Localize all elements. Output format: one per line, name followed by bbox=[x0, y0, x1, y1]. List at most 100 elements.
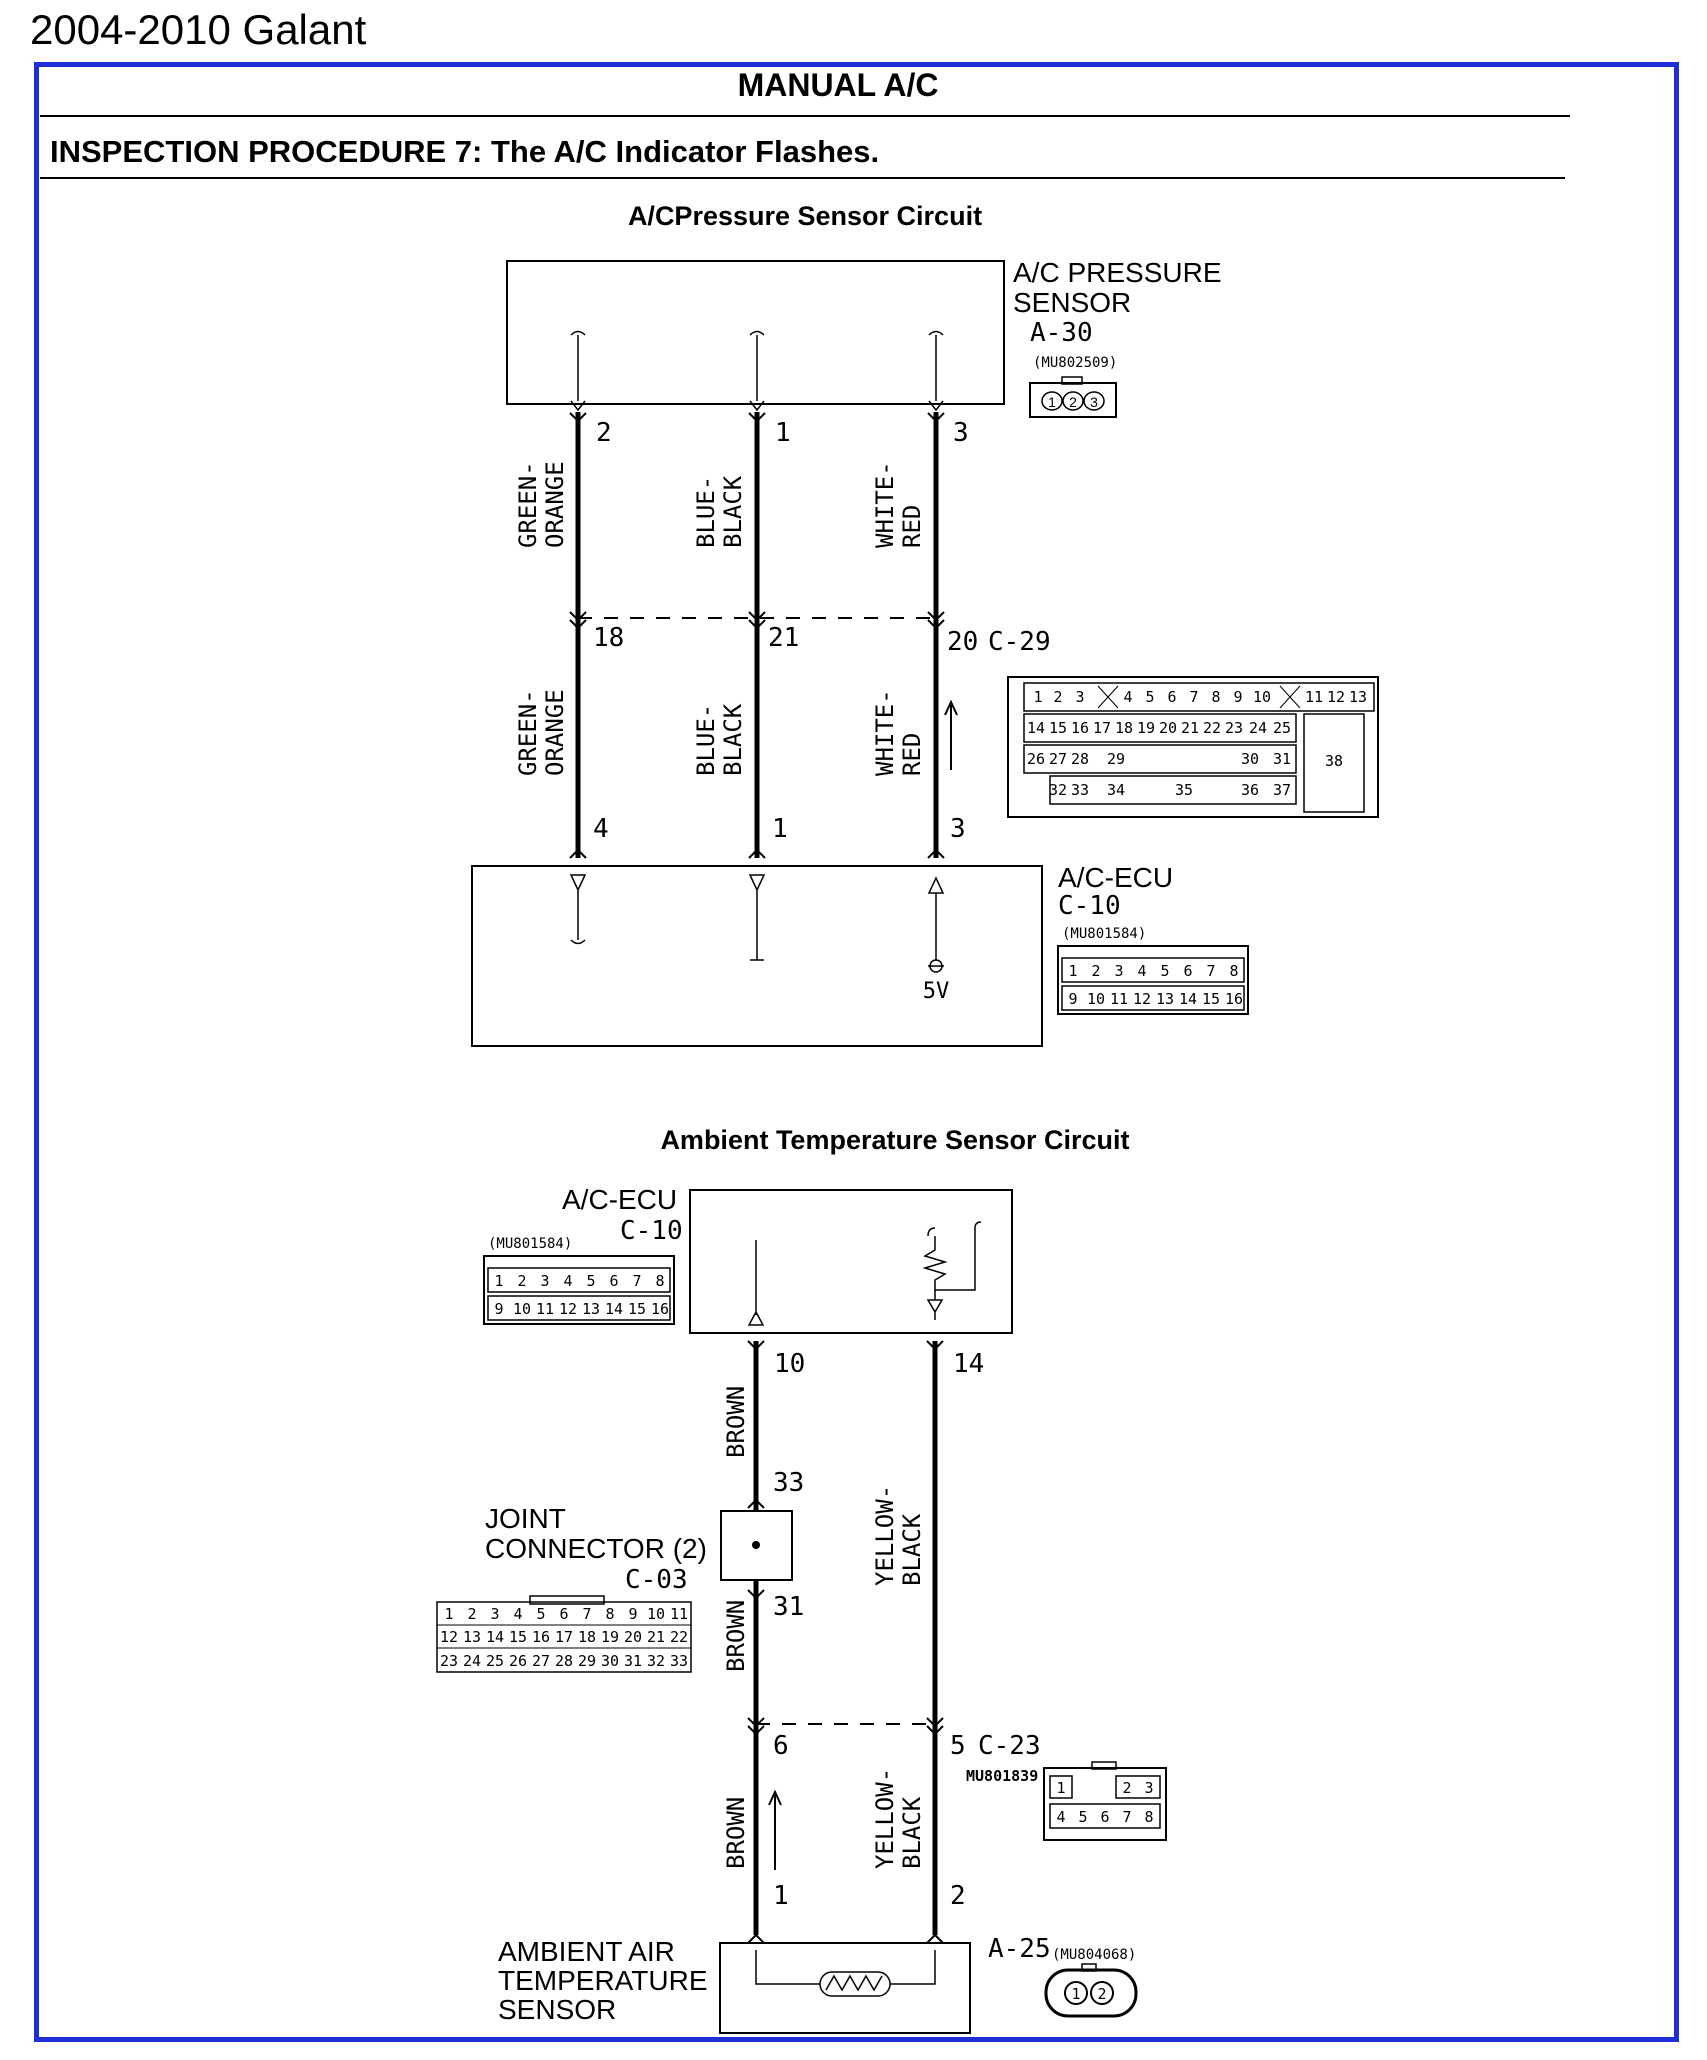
thermistor-icon bbox=[755, 1950, 936, 1997]
ac-ecu-box-1 bbox=[471, 865, 1043, 1047]
svg-text:8: 8 bbox=[605, 1605, 614, 1623]
diagram-frame bbox=[34, 62, 1679, 2042]
svg-text:23: 23 bbox=[1225, 719, 1243, 737]
joint-connector: C-03 bbox=[625, 1565, 688, 1595]
svg-text:10: 10 bbox=[774, 1349, 805, 1379]
svg-text:18: 18 bbox=[578, 1628, 596, 1646]
wire-color: BROWN bbox=[722, 1600, 750, 1672]
svg-text:13: 13 bbox=[463, 1628, 481, 1646]
svg-text:13: 13 bbox=[1349, 688, 1367, 706]
svg-text:21: 21 bbox=[647, 1628, 665, 1646]
svg-text:17: 17 bbox=[555, 1628, 573, 1646]
svg-text:6: 6 bbox=[559, 1605, 568, 1623]
svg-text:5: 5 bbox=[586, 1272, 595, 1290]
wire-color: RED bbox=[898, 733, 926, 776]
svg-text:14: 14 bbox=[953, 1349, 984, 1379]
svg-text:11: 11 bbox=[670, 1605, 688, 1623]
svg-text:2: 2 bbox=[1097, 1985, 1106, 2003]
ambient-sensor-label-3: SENSOR bbox=[498, 1994, 616, 2025]
svg-text:2: 2 bbox=[1053, 688, 1062, 706]
circuit1-wires bbox=[575, 412, 939, 858]
wire-color: BLACK bbox=[719, 703, 747, 776]
svg-text:1: 1 bbox=[444, 1605, 453, 1623]
svg-text:10: 10 bbox=[513, 1300, 531, 1318]
svg-text:31: 31 bbox=[773, 1592, 804, 1622]
circuit2-wires bbox=[753, 1341, 938, 1935]
svg-text:10: 10 bbox=[1087, 990, 1105, 1008]
pressure-sensor-connector: A-30 bbox=[1030, 318, 1093, 348]
procedure-title: INSPECTION PROCEDURE 7: The A/C Indicato… bbox=[50, 134, 879, 169]
svg-text:36: 36 bbox=[1241, 781, 1259, 799]
ecu1-part-no: (MU801584) bbox=[1062, 926, 1146, 942]
svg-text:13: 13 bbox=[1156, 990, 1174, 1008]
svg-text:21: 21 bbox=[1181, 719, 1199, 737]
svg-text:10: 10 bbox=[647, 1605, 665, 1623]
svg-text:12: 12 bbox=[1133, 990, 1151, 1008]
svg-text:5: 5 bbox=[1078, 1808, 1087, 1826]
svg-text:12: 12 bbox=[559, 1300, 577, 1318]
svg-text:3: 3 bbox=[540, 1272, 549, 1290]
svg-text:2: 2 bbox=[596, 418, 612, 448]
ac-ecu-box-2 bbox=[689, 1189, 1013, 1334]
svg-text:4: 4 bbox=[1123, 688, 1132, 706]
pressure-sensor-label-2: SENSOR bbox=[1013, 287, 1131, 318]
svg-text:22: 22 bbox=[670, 1628, 688, 1646]
wire-color: ORANGE bbox=[541, 461, 569, 548]
svg-text:29: 29 bbox=[1107, 750, 1125, 768]
svg-text:33: 33 bbox=[773, 1468, 804, 1498]
svg-text:1: 1 bbox=[1056, 1779, 1065, 1797]
svg-text:2: 2 bbox=[467, 1605, 476, 1623]
ambient-sensor-label-1: AMBIENT AIR bbox=[498, 1936, 675, 1967]
svg-text:13: 13 bbox=[582, 1300, 600, 1318]
svg-text:2: 2 bbox=[1122, 1779, 1131, 1797]
svg-text:3: 3 bbox=[950, 814, 966, 844]
ecu2-name: A/C-ECU bbox=[562, 1184, 677, 1215]
c10-connector-icon-2: 1 2 3 4 5 6 7 8 9 10 11 12 13 14 15 16 bbox=[483, 1255, 675, 1325]
svg-text:7: 7 bbox=[632, 1272, 641, 1290]
svg-text:15: 15 bbox=[509, 1628, 527, 1646]
svg-text:7: 7 bbox=[582, 1605, 591, 1623]
svg-text:17: 17 bbox=[1093, 719, 1111, 737]
ecu1-connector: C-10 bbox=[1058, 891, 1121, 921]
svg-text:32: 32 bbox=[647, 1652, 665, 1670]
wire-color: WHITE- bbox=[871, 461, 899, 548]
wire-color: BROWN bbox=[722, 1797, 750, 1869]
svg-text:1: 1 bbox=[775, 418, 791, 448]
svg-text:2: 2 bbox=[1091, 962, 1100, 980]
svg-text:33: 33 bbox=[670, 1652, 688, 1670]
svg-text:30: 30 bbox=[601, 1652, 619, 1670]
svg-text:6: 6 bbox=[1100, 1808, 1109, 1826]
svg-text:8: 8 bbox=[1144, 1808, 1153, 1826]
svg-text:31: 31 bbox=[1273, 750, 1291, 768]
svg-text:8: 8 bbox=[1229, 962, 1238, 980]
svg-text:18: 18 bbox=[593, 623, 624, 653]
svg-text:1: 1 bbox=[494, 1272, 503, 1290]
svg-text:9: 9 bbox=[1068, 990, 1077, 1008]
wire-color: GREEN- bbox=[514, 689, 542, 776]
pressure-sensor-box bbox=[506, 260, 1005, 405]
svg-text:29: 29 bbox=[578, 1652, 596, 1670]
svg-text:9: 9 bbox=[1233, 688, 1242, 706]
wire-color: BLUE- bbox=[692, 704, 720, 776]
svg-text:19: 19 bbox=[601, 1628, 619, 1646]
svg-text:4: 4 bbox=[563, 1272, 572, 1290]
svg-text:34: 34 bbox=[1107, 781, 1125, 799]
svg-text:14: 14 bbox=[1179, 990, 1197, 1008]
svg-text:18: 18 bbox=[1115, 719, 1133, 737]
a25-connector-icon: 1 2 bbox=[1044, 1963, 1138, 2018]
svg-text:3: 3 bbox=[1075, 688, 1084, 706]
svg-text:3: 3 bbox=[1114, 962, 1123, 980]
a25-label: A-25 bbox=[988, 1934, 1051, 1964]
svg-text:5: 5 bbox=[1145, 688, 1154, 706]
svg-text:5: 5 bbox=[950, 1731, 966, 1761]
svg-text:27: 27 bbox=[1049, 750, 1067, 768]
svg-text:6: 6 bbox=[1183, 962, 1192, 980]
wire-color: YELLOW- bbox=[871, 1768, 899, 1869]
svg-text:30: 30 bbox=[1241, 750, 1259, 768]
wire-color: GREEN- bbox=[514, 461, 542, 548]
joint-label-2: CONNECTOR (2) bbox=[485, 1533, 707, 1564]
c29-label: C-29 bbox=[988, 627, 1051, 657]
joint-label-1: JOINT bbox=[485, 1503, 566, 1534]
svg-text:6: 6 bbox=[1167, 688, 1176, 706]
